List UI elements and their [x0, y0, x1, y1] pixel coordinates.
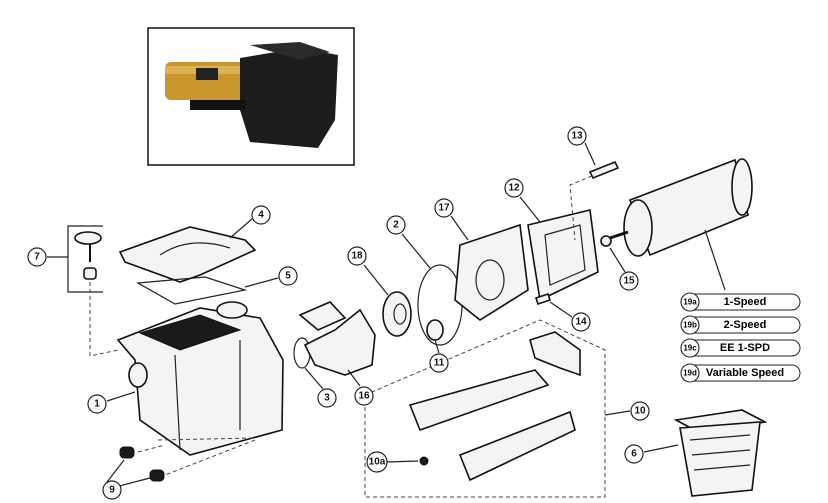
- callout-label: 17: [438, 203, 450, 214]
- motor-option-code: 19d: [683, 369, 697, 378]
- callout-6: 6: [624, 444, 644, 464]
- photo-pump-housing: [240, 48, 338, 148]
- callout-15: 15: [619, 271, 639, 291]
- callout-label: 13: [571, 131, 583, 142]
- shaft-seal: [426, 319, 444, 341]
- callout-label: 18: [351, 251, 363, 262]
- strainer-basket: [673, 409, 768, 497]
- seal-plate: [454, 223, 529, 321]
- motor-option-code: 19a: [683, 298, 697, 307]
- impeller: [382, 291, 412, 337]
- motor-option-label: EE 1-SPD: [720, 342, 770, 354]
- callout-14: 14: [571, 312, 591, 332]
- motor-option-label: Variable Speed: [706, 367, 784, 379]
- callout-11: 11: [429, 353, 449, 373]
- motor-option-19d: 19d Variable Speed: [680, 363, 801, 383]
- motor-option-19c: 19c EE 1-SPD: [680, 338, 801, 358]
- callout-label: 6: [631, 449, 637, 460]
- callout-2: 2: [386, 215, 406, 235]
- callout-7: 7: [27, 247, 47, 267]
- cover-gasket: [136, 276, 248, 305]
- callout-3: 3: [317, 388, 337, 408]
- callout-1: 1: [87, 394, 107, 414]
- motor-mounting-plate: [527, 209, 599, 302]
- pump-motor: [609, 158, 753, 257]
- motor-option-19b: 19b 2-Speed: [680, 315, 801, 335]
- drain-plug: [119, 446, 135, 459]
- leader-lines: [47, 142, 679, 491]
- callout-13: 13: [567, 126, 587, 146]
- callout-label: 10: [634, 406, 646, 417]
- callout-label: 1: [94, 399, 100, 410]
- callout-18: 18: [347, 246, 367, 266]
- callout-label: 12: [508, 183, 520, 194]
- drain-plug: [149, 469, 165, 482]
- motor-option-code: 19c: [683, 344, 697, 353]
- callout-label: 9: [109, 485, 115, 496]
- callout-10: 10: [630, 401, 650, 421]
- drain-knob: [74, 231, 102, 245]
- callout-label: 10a: [369, 457, 386, 468]
- callout-label: 15: [623, 276, 635, 287]
- callout-10a: 10a: [366, 451, 388, 473]
- diffuser-o-ring: [293, 337, 311, 369]
- motor-support-bracket: [529, 331, 581, 377]
- seal-plate-bolt: [534, 292, 552, 306]
- diffuser: [303, 308, 376, 376]
- base-rail: [458, 410, 576, 482]
- motor-option-code: 19b: [683, 321, 697, 330]
- motor-option-19a: 19a 1-Speed: [680, 292, 801, 312]
- base-rail: [408, 369, 550, 432]
- strainer-cover: [118, 226, 257, 283]
- callout-17: 17: [434, 198, 454, 218]
- callout-label: 7: [34, 252, 40, 263]
- callout-label: 14: [575, 317, 587, 328]
- callout-label: 3: [324, 393, 330, 404]
- callout-4: 4: [251, 205, 271, 225]
- washer: [600, 235, 612, 247]
- callout-9: 9: [102, 480, 122, 500]
- motor-option-label: 2-Speed: [724, 319, 767, 331]
- base-screw: [419, 456, 429, 466]
- callout-label: 2: [393, 220, 399, 231]
- callout-5: 5: [278, 266, 298, 286]
- callout-label: 16: [358, 391, 370, 402]
- callout-label: 4: [258, 210, 264, 221]
- callout-label: 5: [285, 271, 291, 282]
- strainer-housing: [116, 301, 284, 456]
- callout-12: 12: [504, 178, 524, 198]
- motor-option-label: 1-Speed: [724, 296, 767, 308]
- product-photo: [147, 27, 355, 166]
- callout-16: 16: [354, 386, 374, 406]
- callout-label: 11: [434, 358, 445, 369]
